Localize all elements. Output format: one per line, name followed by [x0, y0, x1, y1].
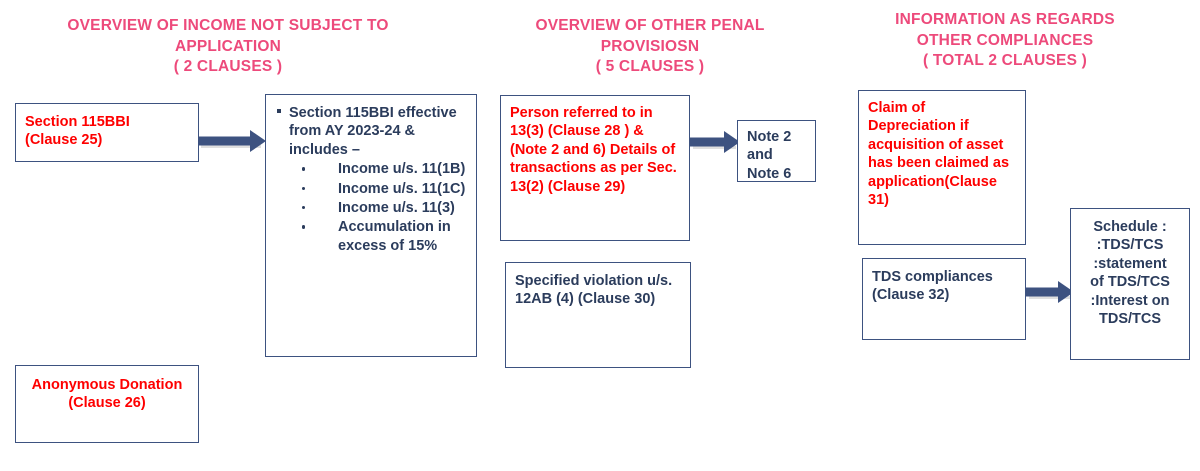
- arrow-shadow: [201, 145, 261, 148]
- list-item: Accumulation in excess of 15%: [276, 218, 468, 255]
- arrow-head: [250, 130, 266, 152]
- box-details-main-text: Section 115BBI effective from AY 2023-24…: [289, 105, 457, 158]
- list-item: Income u/s. 11(1C): [276, 180, 468, 198]
- box-claim-of-depreciation-text: Claim of Depreciation if acquisition of …: [868, 100, 1010, 209]
- schedule-line-5: :Interest on: [1090, 292, 1170, 309]
- schedule-line-3: :statement: [1093, 255, 1167, 272]
- bullet-dot-icon: [302, 186, 306, 191]
- heading-line-1: OVERVIEW OF OTHER PENAL: [535, 17, 765, 34]
- bullet-dot-icon: [302, 167, 306, 171]
- box-note-2-and-6-text: Note 2 and Note 6: [747, 129, 792, 182]
- box-specified-violation-text: Specified violation u/s. 12AB (4) (Claus…: [515, 273, 673, 308]
- box-schedule-tds-tcs[interactable]: Schedule : :TDS/TCS :statement of TDS/TC…: [1070, 208, 1190, 360]
- list-item: Income u/s. 11(1B): [276, 160, 468, 178]
- box-tds-compliances[interactable]: TDS compliances (Clause 32): [862, 258, 1026, 340]
- heading-information-other-compliances: INFORMATION AS REGARDS OTHER COMPLIANCES…: [855, 10, 1155, 72]
- arrow-shadow: [693, 146, 736, 149]
- box-details-main-item: Section 115BBI effective from AY 2023-24…: [276, 104, 468, 159]
- schedule-line-1: Schedule :: [1093, 219, 1167, 235]
- arrow-shaft: [1026, 287, 1058, 297]
- box-person-referred[interactable]: Person referred to in 13(3) (Clause 28 )…: [500, 95, 690, 241]
- heading-other-penal-provisions: OVERVIEW OF OTHER PENAL PROVISIOSN ( 5 C…: [505, 16, 795, 78]
- list-item: Income u/s. 11(3): [276, 199, 468, 217]
- heading-line-3: ( 5 CLAUSES ): [595, 58, 705, 76]
- heading-line-3: ( 2 CLAUSES ): [173, 58, 283, 76]
- sub-item-text: Accumulation in excess of 15%: [338, 219, 451, 254]
- box-section-115bbi-line-1: Section 115BBI: [25, 114, 130, 130]
- arrow-shaft: [690, 137, 724, 147]
- heading-line-2: PROVISIOSN: [600, 37, 700, 55]
- heading-line-1: INFORMATION AS REGARDS: [895, 11, 1115, 28]
- box-section-115bbi[interactable]: Section 115BBI (Clause 25): [15, 103, 199, 162]
- box-details-sublist: Income u/s. 11(1B) Income u/s. 11(1C) In…: [276, 160, 468, 255]
- arrow-shadow: [1029, 296, 1070, 299]
- bullet-dot-icon: [302, 225, 306, 229]
- arrow-head: [724, 131, 740, 153]
- sub-item-text: Income u/s. 11(1B): [338, 161, 466, 178]
- box-section-115bbi-line-2: (Clause 25): [25, 132, 103, 149]
- box-specified-violation[interactable]: Specified violation u/s. 12AB (4) (Claus…: [505, 262, 691, 368]
- box-anonymous-donation-text: Anonymous Donation (Clause 26): [31, 377, 183, 412]
- box-section-115bbi-details[interactable]: Section 115BBI effective from AY 2023-24…: [265, 94, 477, 357]
- square-bullet-icon: [277, 109, 281, 113]
- heading-line-3: ( TOTAL 2 CLAUSES ): [923, 52, 1087, 70]
- box-note-2-and-6[interactable]: Note 2 and Note 6: [737, 120, 816, 182]
- heading-line-1: OVERVIEW OF INCOME NOT SUBJECT TO: [67, 17, 389, 34]
- box-person-referred-text: Person referred to in 13(3) (Clause 28 )…: [510, 105, 677, 195]
- schedule-line-2: :TDS/TCS: [1096, 237, 1164, 254]
- schedule-line-4: of TDS/TCS: [1090, 274, 1170, 291]
- box-anonymous-donation[interactable]: Anonymous Donation (Clause 26): [15, 365, 199, 443]
- box-claim-of-depreciation[interactable]: Claim of Depreciation if acquisition of …: [858, 90, 1026, 245]
- heading-line-2: OTHER COMPLIANCES: [916, 31, 1094, 49]
- sub-item-text: Income u/s. 11(1C): [338, 180, 466, 197]
- box-tds-compliances-text: TDS compliances (Clause 32): [872, 269, 993, 304]
- bullet-dot-icon: [302, 206, 306, 210]
- sub-item-text: Income u/s. 11(3): [338, 200, 455, 217]
- heading-line-2: APPLICATION: [174, 37, 282, 55]
- heading-income-not-subject-to-application: OVERVIEW OF INCOME NOT SUBJECT TO APPLIC…: [28, 16, 428, 78]
- arrow-shaft: [198, 136, 250, 146]
- schedule-line-6: TDS/TCS: [1098, 311, 1162, 328]
